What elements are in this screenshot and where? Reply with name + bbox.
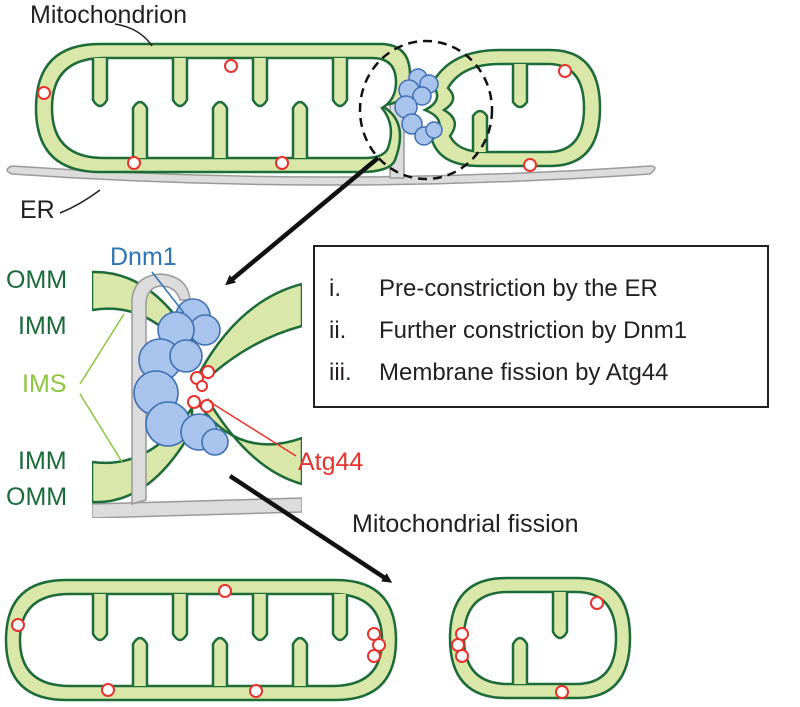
atg44-leader-line bbox=[209, 401, 297, 457]
step-1-number: i. bbox=[329, 275, 341, 302]
er-label: ER bbox=[20, 196, 55, 224]
imm-label-bottom: IMM bbox=[18, 447, 67, 475]
dnm1-leader-line bbox=[151, 271, 185, 314]
top-left-mitochondrion bbox=[34, 42, 412, 174]
zoom-in-arrow bbox=[225, 156, 380, 286]
zoom-focus-circle bbox=[358, 39, 494, 181]
zoomed-atg44-dots bbox=[187, 365, 215, 413]
ims-label: IMS bbox=[22, 370, 66, 398]
step-3-number: iii. bbox=[329, 359, 352, 386]
daughter-mitochondrion-right bbox=[448, 576, 632, 700]
fission-label: Mitochondrial fission bbox=[352, 510, 579, 538]
ims-leader-lines bbox=[79, 313, 125, 463]
fission-arrow bbox=[228, 474, 393, 583]
dnm1-label: Dnm1 bbox=[110, 243, 177, 271]
zoomed-dnm1-ring bbox=[133, 298, 229, 456]
top-right-mitochondrion bbox=[421, 48, 602, 168]
omm-label-bottom: OMM bbox=[6, 483, 67, 511]
fission-steps-box: i. Pre-constriction by the ER ii. Furthe… bbox=[313, 245, 769, 408]
top-dnm1-ring bbox=[394, 68, 443, 146]
imm-label-top: IMM bbox=[18, 312, 67, 340]
step-3-text: Membrane fission by Atg44 bbox=[379, 359, 669, 386]
atg44-label: Atg44 bbox=[298, 448, 363, 476]
atg44-dots-top bbox=[37, 59, 572, 172]
er-leader-line bbox=[59, 189, 101, 214]
mitochondrion-leader-line bbox=[114, 23, 153, 47]
step-2-text: Further constriction by Dnm1 bbox=[379, 317, 688, 344]
step-1-text: Pre-constriction by the ER bbox=[379, 275, 658, 302]
atg44-dots-bottom bbox=[11, 584, 604, 699]
mitochondrion-label: Mitochondrion bbox=[30, 1, 187, 29]
daughter-mitochondrion-left bbox=[4, 578, 398, 702]
er-tubule bbox=[6, 165, 656, 186]
step-2-number: ii. bbox=[329, 317, 347, 344]
omm-label-top: OMM bbox=[6, 266, 67, 294]
